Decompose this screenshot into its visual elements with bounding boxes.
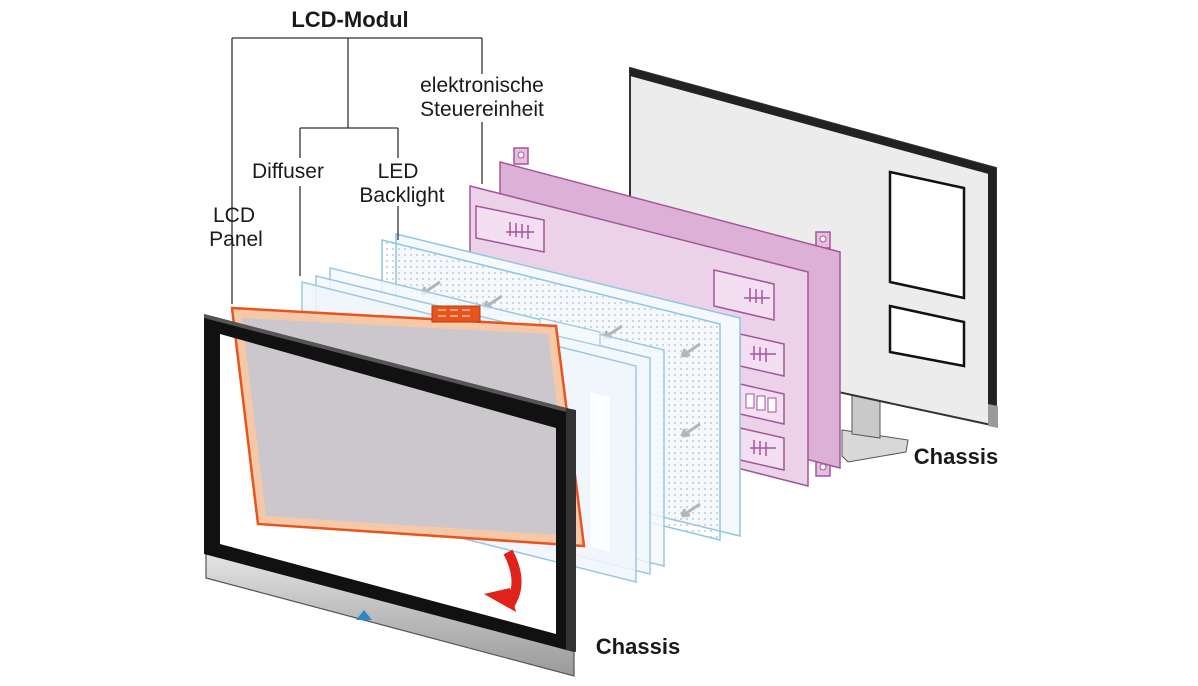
front-lift-arrow-head [484,588,516,612]
label-lcd-panel-line2: Panel [209,228,263,251]
rear-chassis-window-bottom [888,304,966,368]
rear-chassis-bottom-trim [988,404,998,428]
label-diffuser: Diffuser [252,160,324,183]
lcd-panel-inner [242,318,574,536]
bezel-side [566,408,576,652]
chip-right-1 [713,269,775,321]
label-chassis-back: Chassis [914,444,998,469]
label-electronic-line1: elektronische [420,74,544,97]
bezel-top-highlight [204,314,574,414]
leader-lines [231,37,483,304]
chip-right-4 [739,427,785,471]
front-indicator [356,610,372,620]
label-lcd-panel-line1: LCD [213,204,255,227]
bezel-frame [204,314,574,652]
label-electronic-line2: Steuereinheit [420,98,544,121]
lcd-panel-connector [431,305,481,323]
label-backlight-line1: LED [378,160,419,183]
rear-chassis-side-edge [988,168,996,426]
front-chassis [204,314,576,677]
lcd-panel [230,305,586,548]
label-backlight-line2: Backlight [359,184,444,207]
rear-chassis-foot [841,429,909,463]
diffuser-light-strip-2 [590,392,610,552]
label-lcd-modul: LCD-Modul [291,7,408,32]
chip-left [475,205,545,253]
rear-chassis-window-top [888,170,966,300]
label-chassis-front: Chassis [596,634,680,659]
chip-right-3 [739,383,785,425]
rear-chassis-top-edge [630,68,996,176]
